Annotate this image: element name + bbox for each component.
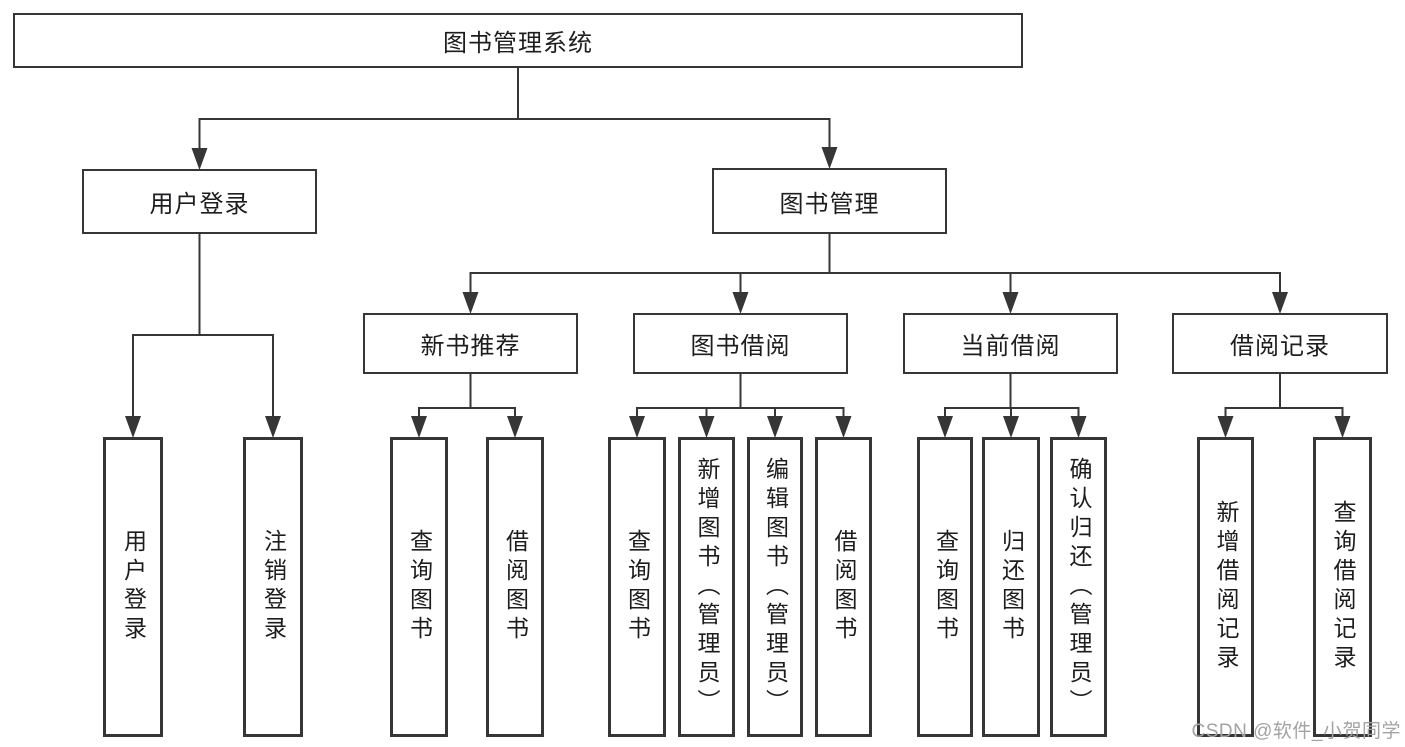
node-leaf-borrow-1: 借阅图书 xyxy=(486,437,544,737)
arrowhead xyxy=(462,292,479,314)
node-leaf-add-record: 新增借阅记录 xyxy=(1197,437,1254,737)
node-borrow-records: 借阅记录 xyxy=(1172,313,1388,374)
node-label: 图书借阅 xyxy=(690,333,791,360)
node-user-login: 用户登录 xyxy=(82,169,317,234)
node-label: 用户登录 xyxy=(120,529,147,645)
node-leaf-logout: 注销登录 xyxy=(243,437,303,737)
node-leaf-edit-book: 编辑图书（管理员） xyxy=(747,437,803,737)
node-leaf-query-3: 查询图书 xyxy=(917,437,973,737)
node-new-book-rec: 新书推荐 xyxy=(363,313,578,374)
arrowhead xyxy=(732,292,749,314)
node-label: 查询图书 xyxy=(932,529,959,645)
arrowhead xyxy=(1070,416,1087,438)
node-leaf-add-book: 新增图书（管理员） xyxy=(678,437,735,737)
arrowhead xyxy=(125,416,141,438)
node-label: 注销登录 xyxy=(260,529,287,645)
arrowhead xyxy=(767,416,783,438)
node-label: 当前借阅 xyxy=(960,333,1061,360)
node-book-borrow: 图书借阅 xyxy=(633,313,848,374)
watermark: CSDN @软件_小贺同学 xyxy=(1191,721,1401,742)
node-label: 图书管理 xyxy=(779,190,880,218)
node-root: 图书管理系统 xyxy=(13,13,1023,68)
node-label: 图书管理系统 xyxy=(443,30,593,57)
arrowhead xyxy=(1002,292,1019,314)
node-label: 用户登录 xyxy=(149,191,250,218)
arrowhead xyxy=(698,416,715,438)
node-leaf-query-1: 查询图书 xyxy=(390,437,448,737)
node-label: 查询图书 xyxy=(624,529,651,645)
node-label: 新增借阅记录 xyxy=(1213,500,1239,674)
node-leaf-confirm: 确认归还（管理员） xyxy=(1050,437,1107,737)
node-leaf-return: 归还图书 xyxy=(982,437,1040,737)
arrowhead xyxy=(1334,416,1351,438)
arrowhead xyxy=(265,416,281,438)
node-label: 新书推荐 xyxy=(420,333,521,360)
arrowhead xyxy=(507,416,523,438)
arrowhead xyxy=(1003,416,1019,438)
arrowhead xyxy=(1272,292,1288,314)
node-label: 编辑图书（管理员） xyxy=(762,456,789,718)
node-book-mgmt: 图书管理 xyxy=(712,168,947,234)
arrowhead xyxy=(821,147,838,169)
node-label: 借阅图书 xyxy=(831,529,857,645)
arrowhead xyxy=(937,416,953,438)
node-label: 新增图书（管理员） xyxy=(694,456,720,718)
arrowhead xyxy=(629,416,645,438)
node-current-borrow: 当前借阅 xyxy=(903,313,1118,374)
node-leaf-query-record: 查询借阅记录 xyxy=(1313,437,1372,737)
node-leaf-query-2: 查询图书 xyxy=(608,437,666,737)
node-label: 归还图书 xyxy=(998,529,1025,645)
node-label: 借阅记录 xyxy=(1230,333,1330,360)
arrowhead xyxy=(411,416,427,438)
arrowhead xyxy=(191,148,208,170)
arrowhead xyxy=(835,416,852,438)
node-leaf-login: 用户登录 xyxy=(103,437,163,737)
node-label: 查询图书 xyxy=(406,529,433,645)
arrowhead xyxy=(1217,416,1234,438)
node-label: 查询借阅记录 xyxy=(1330,500,1356,674)
node-leaf-borrow-2: 借阅图书 xyxy=(815,437,872,737)
node-label: 确认归还（管理员） xyxy=(1066,456,1092,718)
node-label: 借阅图书 xyxy=(502,529,529,645)
